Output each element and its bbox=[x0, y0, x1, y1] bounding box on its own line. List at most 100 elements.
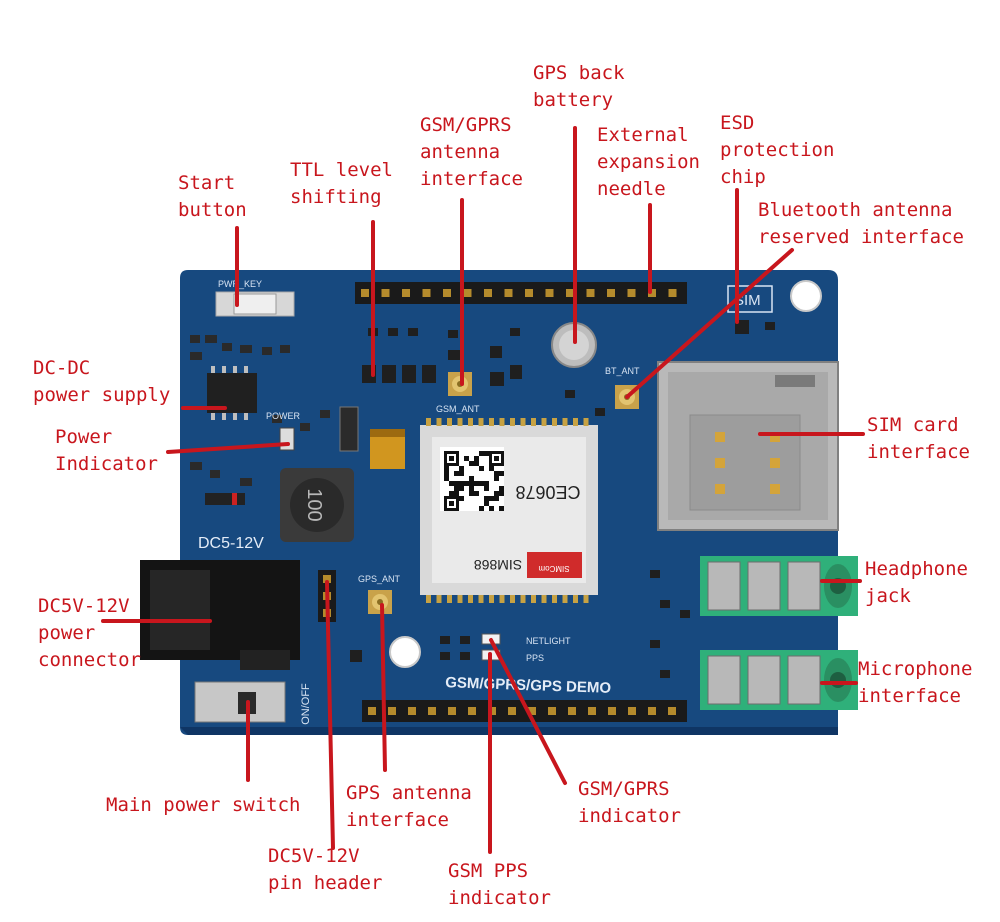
callout-line: power supply bbox=[33, 384, 171, 406]
inductor-marking: 100 bbox=[303, 488, 325, 521]
dc-range-silkscreen: DC5-12V bbox=[198, 535, 264, 552]
callout-line: power bbox=[38, 622, 96, 644]
gsm-ant-silkscreen: GSM_ANT bbox=[436, 404, 480, 414]
audio-jack-pair bbox=[700, 556, 858, 616]
callout-line: interface bbox=[346, 809, 449, 831]
callout-ttl-level-shifting: TTL level shifting bbox=[290, 157, 393, 211]
module-name: SIM868 bbox=[474, 557, 522, 573]
header-pin bbox=[566, 289, 574, 297]
callout-line: antenna bbox=[420, 141, 501, 163]
dc-dc-chip bbox=[207, 366, 257, 420]
callout-line: Power bbox=[55, 426, 113, 448]
callout-line: interface bbox=[858, 685, 961, 707]
header-pin bbox=[388, 707, 396, 715]
callout-line: Start bbox=[178, 172, 236, 194]
diode bbox=[205, 493, 245, 505]
callout-line: connector bbox=[38, 649, 141, 671]
callout-line: GPS back bbox=[533, 62, 625, 84]
mounting-hole bbox=[389, 636, 421, 668]
power-led bbox=[279, 427, 295, 451]
header-pin bbox=[545, 289, 554, 297]
callout-line: ESD bbox=[720, 112, 755, 134]
header-pin bbox=[484, 289, 492, 297]
callout-line: TTL level bbox=[290, 159, 393, 181]
callout-line: DC5V-12V bbox=[38, 595, 130, 617]
callout-line: jack bbox=[865, 585, 911, 607]
callout-gps-back-battery: GPS back battery bbox=[533, 60, 625, 114]
callout-line: SIM card bbox=[867, 414, 959, 436]
callout-microphone-interface: Microphone interface bbox=[858, 656, 972, 710]
callout-line: indicator bbox=[578, 805, 681, 827]
audio-jack-pair bbox=[700, 650, 858, 710]
callout-line: indicator bbox=[448, 887, 551, 909]
header-pin bbox=[463, 289, 472, 297]
callout-line: needle bbox=[597, 178, 666, 200]
header-pin bbox=[548, 707, 556, 715]
header-pin bbox=[381, 289, 390, 297]
header-pin bbox=[428, 707, 436, 715]
callout-line: pin header bbox=[268, 872, 383, 894]
callout-line: GSM/GPRS bbox=[578, 778, 670, 800]
callout-line: Microphone bbox=[858, 658, 973, 680]
header-pin bbox=[443, 289, 451, 297]
callout-external-expansion-needle: External expansion needle bbox=[597, 122, 700, 203]
header-pin bbox=[607, 289, 615, 297]
callout-line: expansion bbox=[597, 151, 700, 173]
leader-line-bluetooth-antenna-reserved-interface bbox=[625, 248, 794, 399]
callout-line: Main power switch bbox=[106, 794, 301, 816]
leader-line-power-indicator bbox=[166, 442, 290, 454]
header-pin bbox=[627, 289, 636, 297]
header-pin bbox=[448, 707, 456, 715]
callout-line: GPS antenna bbox=[346, 782, 472, 804]
callout-line: reserved interface bbox=[758, 226, 964, 248]
module-brand: SIMCom bbox=[538, 564, 569, 573]
callout-line: External bbox=[597, 124, 689, 146]
callout-line: Indicator bbox=[55, 453, 158, 475]
pps-silkscreen: PPS bbox=[526, 653, 544, 663]
on-off-silkscreen: ON/OFF bbox=[300, 683, 312, 725]
callout-line: interface bbox=[420, 168, 523, 190]
callout-line: GSM PPS bbox=[448, 860, 529, 882]
callout-headphone-jack: Headphone jack bbox=[865, 556, 968, 610]
header-pin bbox=[361, 289, 369, 297]
header-pin bbox=[608, 707, 616, 715]
header-pin bbox=[648, 289, 656, 297]
header-pin bbox=[628, 707, 636, 715]
header-pin bbox=[504, 289, 513, 297]
callout-line: shifting bbox=[290, 186, 382, 208]
header-pin bbox=[668, 707, 676, 715]
callout-line: battery bbox=[533, 89, 614, 111]
header-pin bbox=[568, 707, 576, 715]
leader-line-dc5v-12v-pin-header bbox=[325, 580, 335, 850]
inductor bbox=[280, 468, 354, 542]
mounting-hole bbox=[790, 280, 822, 312]
leader-line-gps-antenna-interface bbox=[380, 603, 387, 772]
header-pin bbox=[668, 289, 677, 297]
callout-line: chip bbox=[720, 166, 766, 188]
callout-line: Headphone bbox=[865, 558, 968, 580]
power-key-button bbox=[215, 291, 295, 317]
callout-gsm-pps-indicator: GSM PPS indicator bbox=[448, 858, 551, 912]
header-pin bbox=[586, 289, 595, 297]
tantalum-capacitor bbox=[370, 429, 405, 469]
sim-card-holder bbox=[657, 361, 839, 531]
callout-line: interface bbox=[867, 441, 970, 463]
header-pin bbox=[648, 707, 656, 715]
power-slide-switch bbox=[194, 681, 286, 723]
netlight-silkscreen: NETLIGHT bbox=[526, 636, 571, 646]
header-pin bbox=[468, 707, 476, 715]
callout-sim-card-interface: SIM card interface bbox=[867, 412, 970, 466]
callout-gsm-gprs-indicator: GSM/GPRS indicator bbox=[578, 776, 681, 830]
callout-gps-antenna-interface: GPS antenna interface bbox=[346, 780, 472, 834]
pwr-key-silkscreen: PWR_KEY bbox=[218, 279, 262, 289]
bt-ant-silkscreen: BT_ANT bbox=[605, 366, 640, 376]
esd-chip bbox=[735, 320, 749, 334]
callout-main-power-switch: Main power switch bbox=[106, 792, 300, 819]
module-ce-mark: CE0678 bbox=[515, 482, 580, 502]
qr-code bbox=[440, 447, 504, 511]
